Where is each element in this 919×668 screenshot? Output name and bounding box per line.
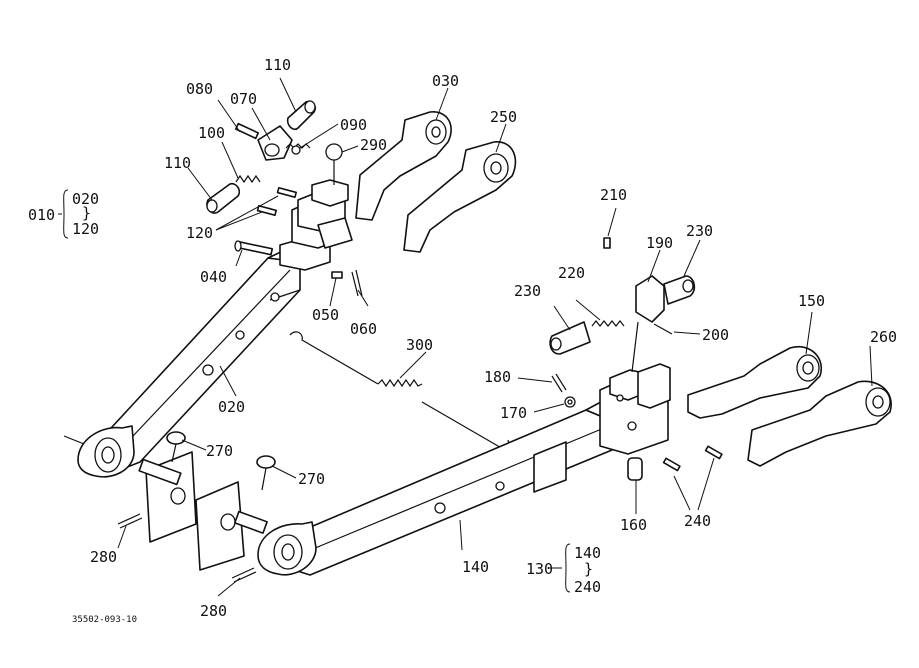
label-030: 030 (432, 72, 459, 90)
label-050: 050 (312, 306, 339, 324)
pin-270-b (256, 455, 276, 491)
spring-100 (235, 174, 261, 184)
label-090: 090 (340, 116, 367, 134)
label-130-240: 240 (574, 578, 601, 596)
label-010-020: 020 (72, 190, 99, 208)
label-040: 040 (200, 268, 227, 286)
label-110-upper: 110 (264, 56, 291, 74)
label-100: 100 (198, 124, 225, 142)
label-190: 190 (646, 234, 673, 252)
label-130: 130 (526, 560, 553, 578)
label-200: 200 (702, 326, 729, 344)
ring-290 (325, 143, 343, 185)
check-chain-block (297, 179, 353, 249)
label-210: 210 (600, 186, 627, 204)
label-060: 060 (350, 320, 377, 338)
label-280-a: 280 (90, 548, 117, 566)
pin-080 (234, 122, 260, 140)
label-260: 260 (870, 328, 897, 346)
stabilizer-plate-250 (403, 141, 517, 253)
label-010-120: 120 (72, 220, 99, 238)
hitch-bracket-left (138, 451, 197, 543)
label-070: 070 (230, 90, 257, 108)
left-lower-link-020 (63, 197, 341, 478)
label-180: 180 (484, 368, 511, 386)
pin-200 (653, 323, 673, 335)
label-140: 140 (462, 558, 489, 576)
label-010: 010 (28, 206, 55, 224)
label-120: 120 (186, 224, 213, 242)
pin-110-lower (206, 182, 241, 214)
label-010-tilde: } (82, 204, 91, 222)
pin-160 (627, 457, 643, 481)
stabilizer-plate-030 (355, 111, 452, 221)
leader-lines (58, 77, 873, 597)
stabilizer-plate-260 (747, 380, 892, 467)
figure-code: 35502-093-10 (72, 615, 137, 625)
label-160: 160 (620, 516, 647, 534)
pin-230-upper (663, 275, 696, 305)
label-080: 080 (186, 80, 213, 98)
label-270-b: 270 (298, 470, 325, 488)
label-130-140: 140 (574, 544, 601, 562)
washer-170 (564, 396, 576, 408)
hitch-bracket-right (195, 481, 268, 571)
label-220: 220 (558, 264, 585, 282)
lift-rod-300 (289, 331, 509, 449)
label-290: 290 (360, 136, 387, 154)
pin-270-a (166, 431, 186, 463)
label-270-a: 270 (206, 442, 233, 460)
pin-280-b (231, 567, 257, 583)
spring-220 (591, 320, 625, 327)
bolt-040 (234, 240, 274, 256)
label-130-tilde: } (584, 560, 593, 578)
lever-190 (631, 275, 665, 373)
lever-070 (257, 125, 293, 161)
label-110-lower: 110 (164, 154, 191, 172)
label-170: 170 (500, 404, 527, 422)
right-lower-link-140 (257, 363, 671, 576)
pin-050-060 (331, 269, 363, 297)
part-labels: 110 080 070 090 100 290 110 030 250 010 … (28, 56, 897, 625)
pin-280-a (117, 513, 143, 529)
label-280-b: 280 (200, 602, 227, 620)
label-150: 150 (798, 292, 825, 310)
label-230-lower: 230 (514, 282, 541, 300)
pin-210 (603, 237, 611, 249)
pin-110-upper (286, 100, 317, 131)
label-230-upper: 230 (686, 222, 713, 240)
pin-230-lower (549, 321, 591, 355)
hook-180 (551, 373, 567, 393)
stabilizer-plate-150 (687, 345, 823, 419)
label-020: 020 (218, 398, 245, 416)
label-250: 250 (490, 108, 517, 126)
pins-240 (662, 445, 723, 472)
pins-120 (256, 186, 298, 217)
label-300: 300 (406, 336, 433, 354)
label-240: 240 (684, 512, 711, 530)
